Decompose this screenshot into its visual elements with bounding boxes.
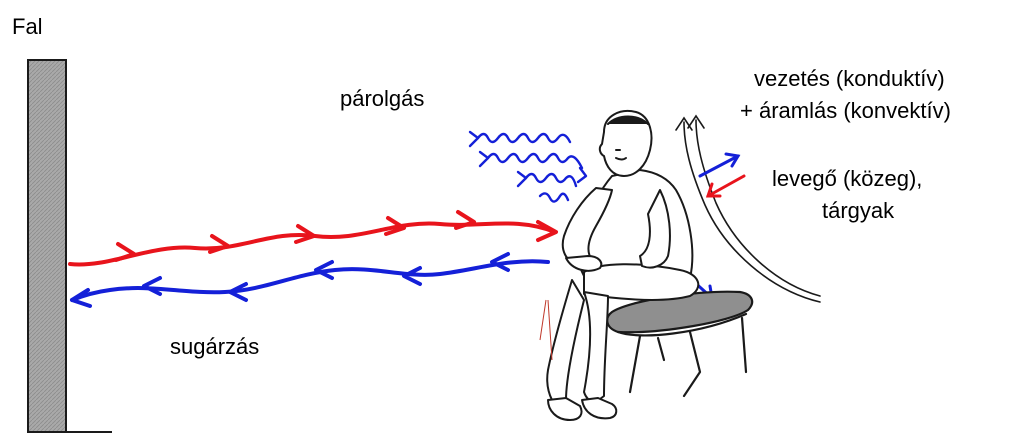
conduction-label: vezetés (konduktív) bbox=[754, 66, 945, 91]
radiation-label: sugárzás bbox=[170, 334, 260, 359]
wall bbox=[27, 59, 112, 433]
seated-person bbox=[546, 110, 700, 421]
stool bbox=[606, 290, 754, 398]
leg-hair-detail bbox=[539, 299, 553, 361]
convection-airflow-lines bbox=[675, 114, 821, 303]
convection-red-arrow bbox=[705, 174, 746, 198]
evaporation-arrows bbox=[468, 130, 588, 203]
radiation-incoming-arrow bbox=[70, 252, 550, 308]
wall-label: Fal bbox=[12, 14, 43, 39]
evaporation-label: párolgás bbox=[340, 86, 425, 111]
convection-label: + áramlás (konvektív) bbox=[740, 98, 951, 123]
medium-label-line1: levegő (közeg), bbox=[772, 166, 923, 191]
radiation-outgoing-arrow bbox=[68, 210, 558, 267]
convection-blue-arrow bbox=[698, 152, 741, 178]
medium-label-line2: tárgyak bbox=[822, 198, 895, 223]
